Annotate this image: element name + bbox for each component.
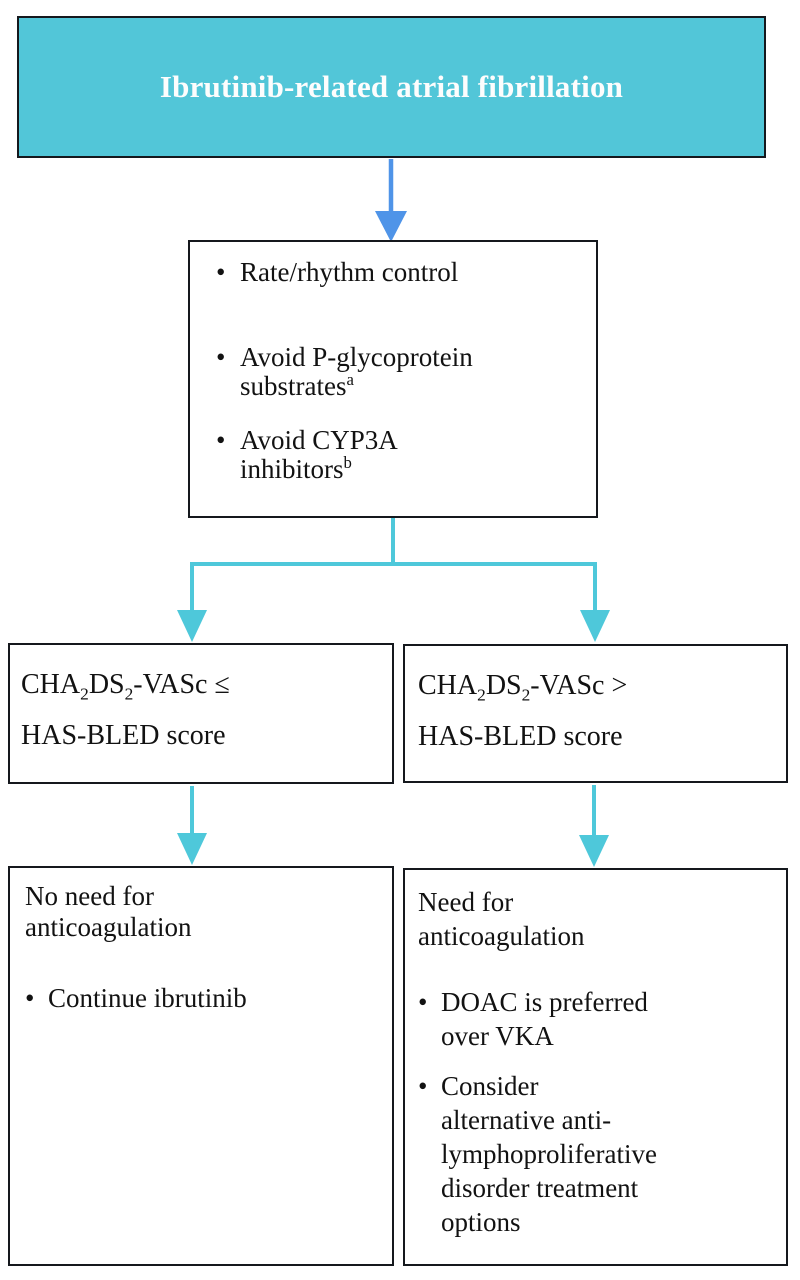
bullet-icon: • [216,257,226,287]
list-item-text: Avoid CYP3A inhibitorsb [240,425,398,484]
list-item: • Consider alternative anti- lymphoproli… [418,1069,778,1239]
list-item: • Avoid P-glycoprotein substratesa [216,343,586,401]
list-item-text: Rate/rhythm control [240,257,459,287]
footnote-marker: b [343,453,352,472]
list-item: • Avoid CYP3A inhibitorsb [216,426,586,484]
score-formula: CHA2DS2-VASc > [418,670,628,705]
outcome-heading: No need for anticoagulation [25,881,192,942]
outcome-box-no-anticoagulation: No need for anticoagulation • Continue i… [8,866,394,1266]
bullet-icon: • [216,425,226,455]
bullet-icon: • [418,1071,428,1101]
list-item: • DOAC is preferred over VKA [418,985,778,1053]
score-formula-line2: HAS-BLED score [418,721,623,752]
outcome-box-anticoagulation: Need for anticoagulation • DOAC is prefe… [403,868,788,1266]
list-item-text: Consider alternative anti- lymphoprolife… [441,1071,657,1237]
list-item: • Rate/rhythm control [216,258,586,287]
arrow-decision-right-to-outcome [579,785,609,867]
score-formula-line2: HAS-BLED score [21,720,226,751]
list-item-text: Avoid P-glycoprotein substratesa [240,342,473,401]
arrow-decision-left-to-outcome [177,786,207,865]
list-item-text: DOAC is preferred over VKA [441,987,648,1051]
management-box: • Rate/rhythm control • Avoid P-glycopro… [188,240,598,518]
list-item: • Continue ibrutinib [25,983,380,1014]
page-title: Ibrutinib-related atrial fibrillation [159,69,624,104]
list-item-text: Continue ibrutinib [48,983,247,1013]
outcome-heading: Need for anticoagulation [418,887,585,951]
bullet-icon: • [216,342,226,372]
bullet-icon: • [25,983,35,1013]
decision-box-low-risk: CHA2DS2-VASc ≤ HAS-BLED score [8,643,394,784]
score-formula: CHA2DS2-VASc ≤ [21,669,230,704]
bullet-icon: • [418,987,428,1017]
branch-connector [177,518,610,642]
decision-box-high-risk: CHA2DS2-VASc > HAS-BLED score [403,644,788,783]
arrow-title-to-management [375,159,407,242]
footnote-marker: a [346,370,354,389]
title-box: Ibrutinib-related atrial fibrillation [17,16,766,158]
